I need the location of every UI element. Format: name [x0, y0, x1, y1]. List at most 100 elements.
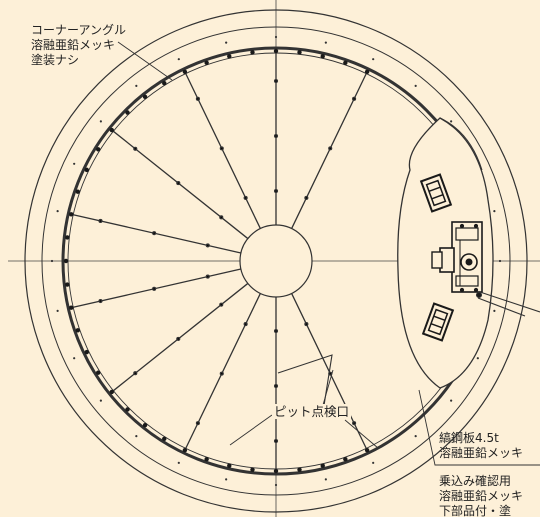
- outer-dot: [476, 357, 479, 360]
- pit-leader-1: [229, 414, 273, 446]
- spoke: [291, 73, 367, 229]
- outer-dot: [324, 41, 327, 44]
- spoke: [185, 293, 261, 449]
- pit-leader-3: [322, 369, 334, 406]
- ring-bolt: [142, 94, 148, 100]
- center-hub: [239, 224, 313, 298]
- outer-dot: [493, 210, 496, 213]
- hinge-lower: [421, 302, 455, 342]
- ring-bolt: [109, 127, 115, 133]
- hatch-edge: [439, 117, 483, 171]
- ring-bolt: [204, 457, 209, 462]
- spoke-dot: [304, 195, 309, 200]
- handle-bar: [475, 291, 540, 317]
- ring-bolt: [204, 60, 209, 65]
- spoke-dot: [273, 78, 279, 84]
- corner-angle-line-1: コーナーアングル: [31, 23, 127, 37]
- outer-dot: [498, 259, 502, 263]
- ring-bolt: [63, 258, 69, 264]
- ring-bolt: [95, 147, 101, 152]
- corner-angle-line-2: 溶融亜鉛メッキ: [31, 38, 116, 52]
- ring-bolt: [75, 328, 80, 333]
- ring-bolt: [65, 235, 70, 240]
- spoke-dot: [98, 299, 103, 304]
- spoke: [185, 73, 261, 229]
- outer-dot: [372, 461, 375, 464]
- ring-bolt: [84, 349, 89, 355]
- outer-dot: [135, 435, 138, 438]
- spoke-dot: [219, 371, 224, 376]
- outer-dot: [414, 84, 417, 87]
- ring-bolt: [84, 167, 89, 173]
- ring-bolt: [109, 389, 115, 395]
- ring-bolt: [162, 436, 167, 442]
- outer-dot: [225, 41, 228, 44]
- spoke-dot: [195, 96, 200, 101]
- ring-bolt: [125, 407, 130, 412]
- ring-bolt: [182, 448, 188, 453]
- outer-dot: [99, 399, 102, 402]
- outer-dot: [99, 120, 102, 123]
- outer-dot: [56, 210, 59, 213]
- lock-mechanism: [431, 221, 483, 293]
- spoke-dot: [219, 146, 224, 151]
- spoke-dot: [243, 322, 248, 327]
- spoke-dot: [205, 274, 210, 279]
- ring-bolt: [227, 54, 232, 59]
- outer-dot: [450, 399, 453, 402]
- spoke-dot: [273, 133, 279, 139]
- spoke: [112, 282, 249, 392]
- ring-bolt: [320, 54, 325, 59]
- outer-dot: [50, 259, 54, 263]
- spoke-dot: [304, 322, 309, 327]
- ring-bolt: [69, 212, 74, 217]
- outer-dot: [73, 162, 76, 165]
- boarding-check-line-1: 乗込み確認用: [439, 474, 512, 488]
- spoke-dot: [195, 421, 200, 426]
- outer-dot: [372, 58, 375, 61]
- spoke: [73, 268, 242, 308]
- ring-bolt: [69, 305, 74, 310]
- outer-dot: [225, 478, 228, 481]
- outer-dot: [493, 309, 496, 312]
- spoke-dot: [352, 421, 357, 426]
- ring-bolt: [364, 448, 370, 453]
- pit-leader-2: [344, 419, 379, 449]
- boarding-check-line-2: 溶融亜鉛メッキ: [439, 489, 524, 503]
- spoke-dot: [176, 181, 181, 186]
- ring-bolt: [364, 69, 370, 74]
- spoke-dot: [273, 328, 279, 334]
- outer-ring-inner: [41, 26, 511, 496]
- spoke-dot: [219, 215, 224, 220]
- pit-inspection-label: ピット点検口: [272, 404, 352, 419]
- corner-angle-line-3: 塗装ナシ: [31, 53, 80, 67]
- spoke: [112, 130, 249, 240]
- boarding-check-line-3: 下部品付・塗: [439, 504, 512, 517]
- ring-bolt: [273, 48, 279, 54]
- corner-angle-leader: [117, 41, 173, 81]
- leader-lines: [117, 41, 540, 466]
- ring-bolt: [95, 370, 101, 375]
- spoke-dot: [243, 195, 248, 200]
- outer-dot: [324, 478, 327, 481]
- bolts: [63, 48, 370, 474]
- outer-dot: [450, 120, 453, 123]
- checker-plate-line-1: 縞鋼板4.5t: [439, 431, 499, 445]
- spoke-dot: [205, 243, 210, 248]
- ring-bolt: [320, 463, 325, 468]
- spoke-dot: [98, 218, 103, 223]
- ring-bolt: [297, 50, 302, 55]
- ring-bolt: [162, 80, 167, 86]
- checker-plate-leader: [418, 389, 540, 466]
- outer-ring: [24, 9, 528, 513]
- spoke-dot: [352, 96, 357, 101]
- outer-dot: [73, 357, 76, 360]
- boarding-check-label: 乗込み確認用 溶融亜鉛メッキ 下部品付・塗: [439, 474, 523, 517]
- checker-plate-line-2: 溶融亜鉛メッキ: [439, 446, 524, 460]
- outer-dot: [274, 35, 278, 39]
- hinge-upper: [419, 173, 453, 213]
- spoke-dot: [328, 146, 333, 151]
- ring-bolt: [343, 457, 348, 462]
